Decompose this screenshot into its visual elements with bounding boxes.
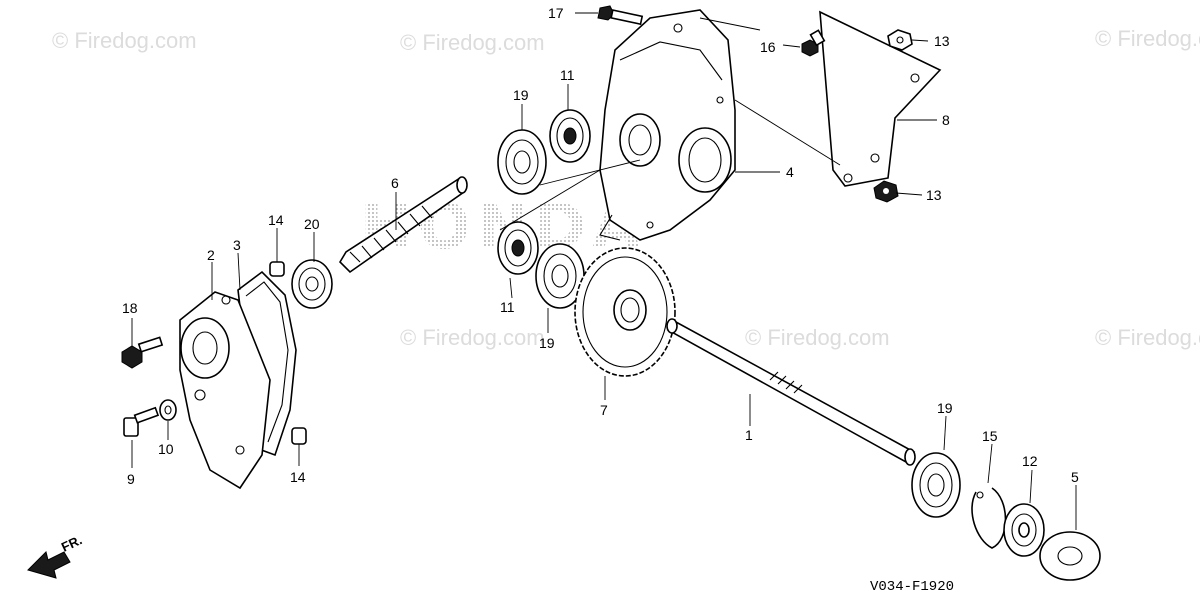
callout-11: 11 bbox=[500, 299, 515, 315]
callout-17: 17 bbox=[548, 5, 564, 21]
part-14-dowel-lower bbox=[291, 427, 307, 445]
part-4-housing bbox=[599, 9, 736, 241]
callout-14: 14 bbox=[268, 212, 284, 228]
part-16-bolt bbox=[801, 29, 826, 57]
part-9-bolt bbox=[123, 406, 160, 437]
callout-18: 18 bbox=[122, 300, 138, 316]
callout-13: 13 bbox=[926, 187, 942, 203]
callout-19: 19 bbox=[513, 87, 529, 103]
part-11-bearing-upper bbox=[549, 109, 591, 163]
watermark-text: © Firedog.com bbox=[52, 28, 197, 53]
callout-4: 4 bbox=[786, 164, 794, 180]
callout-7: 7 bbox=[600, 402, 608, 418]
callout-15: 15 bbox=[982, 428, 998, 444]
callout-8: 8 bbox=[942, 112, 950, 128]
part-20-bearing bbox=[291, 259, 333, 309]
front-direction-arrow: FR. bbox=[27, 532, 84, 579]
part-11-bearing-lower bbox=[497, 221, 539, 275]
part-10-washer bbox=[159, 399, 177, 421]
callout-10: 10 bbox=[158, 441, 174, 457]
part-19-bearing-upper bbox=[497, 129, 547, 195]
callout-9: 9 bbox=[127, 471, 135, 487]
part-5-washer bbox=[1039, 531, 1101, 581]
part-12-seal bbox=[1003, 503, 1045, 557]
part-13-nut-top bbox=[887, 29, 913, 51]
callout-12: 12 bbox=[1022, 453, 1038, 469]
part-19-bearing-lower bbox=[911, 452, 961, 518]
part-2-cover bbox=[179, 291, 271, 490]
callout-2: 2 bbox=[207, 247, 215, 263]
callout-14: 14 bbox=[290, 469, 306, 485]
part-6-worm-shaft bbox=[338, 176, 468, 274]
watermark-text: © Firedog.com bbox=[400, 30, 545, 55]
callout-13: 13 bbox=[934, 33, 950, 49]
part-17-bolt bbox=[597, 5, 644, 26]
part-15-circlip bbox=[971, 487, 1007, 549]
part-1-shaft bbox=[666, 318, 916, 466]
callout-11: 11 bbox=[560, 67, 575, 83]
callout-19: 19 bbox=[539, 335, 555, 351]
part-7-gear bbox=[574, 247, 676, 377]
watermark-text: © Firedog.com bbox=[1095, 26, 1200, 51]
direction-label: FR. bbox=[59, 532, 84, 554]
diagram-code: V034-F1920 bbox=[870, 579, 954, 595]
callout-3: 3 bbox=[233, 237, 241, 253]
part-8-bracket bbox=[819, 10, 942, 187]
callout-group: 17 16 13 13 8 4 11 19 6 20 14 3 2 18 11 … bbox=[122, 5, 1079, 487]
part-14-dowel-upper bbox=[269, 261, 285, 277]
callout-20: 20 bbox=[304, 216, 320, 232]
part-13-nut-bottom bbox=[873, 180, 899, 203]
callout-19: 19 bbox=[937, 400, 953, 416]
callout-5: 5 bbox=[1071, 469, 1079, 485]
watermark-text: © Firedog.com bbox=[745, 325, 890, 350]
callout-16: 16 bbox=[760, 39, 776, 55]
callout-1: 1 bbox=[745, 427, 753, 443]
part-18-bolt bbox=[121, 336, 164, 369]
callout-6: 6 bbox=[391, 175, 399, 191]
watermark-group: © Firedog.com © Firedog.com © Firedog.co… bbox=[52, 26, 1200, 350]
watermark-text: © Firedog.com bbox=[1095, 325, 1200, 350]
watermark-text: © Firedog.com bbox=[400, 325, 545, 350]
leader-lines bbox=[131, 12, 1077, 530]
